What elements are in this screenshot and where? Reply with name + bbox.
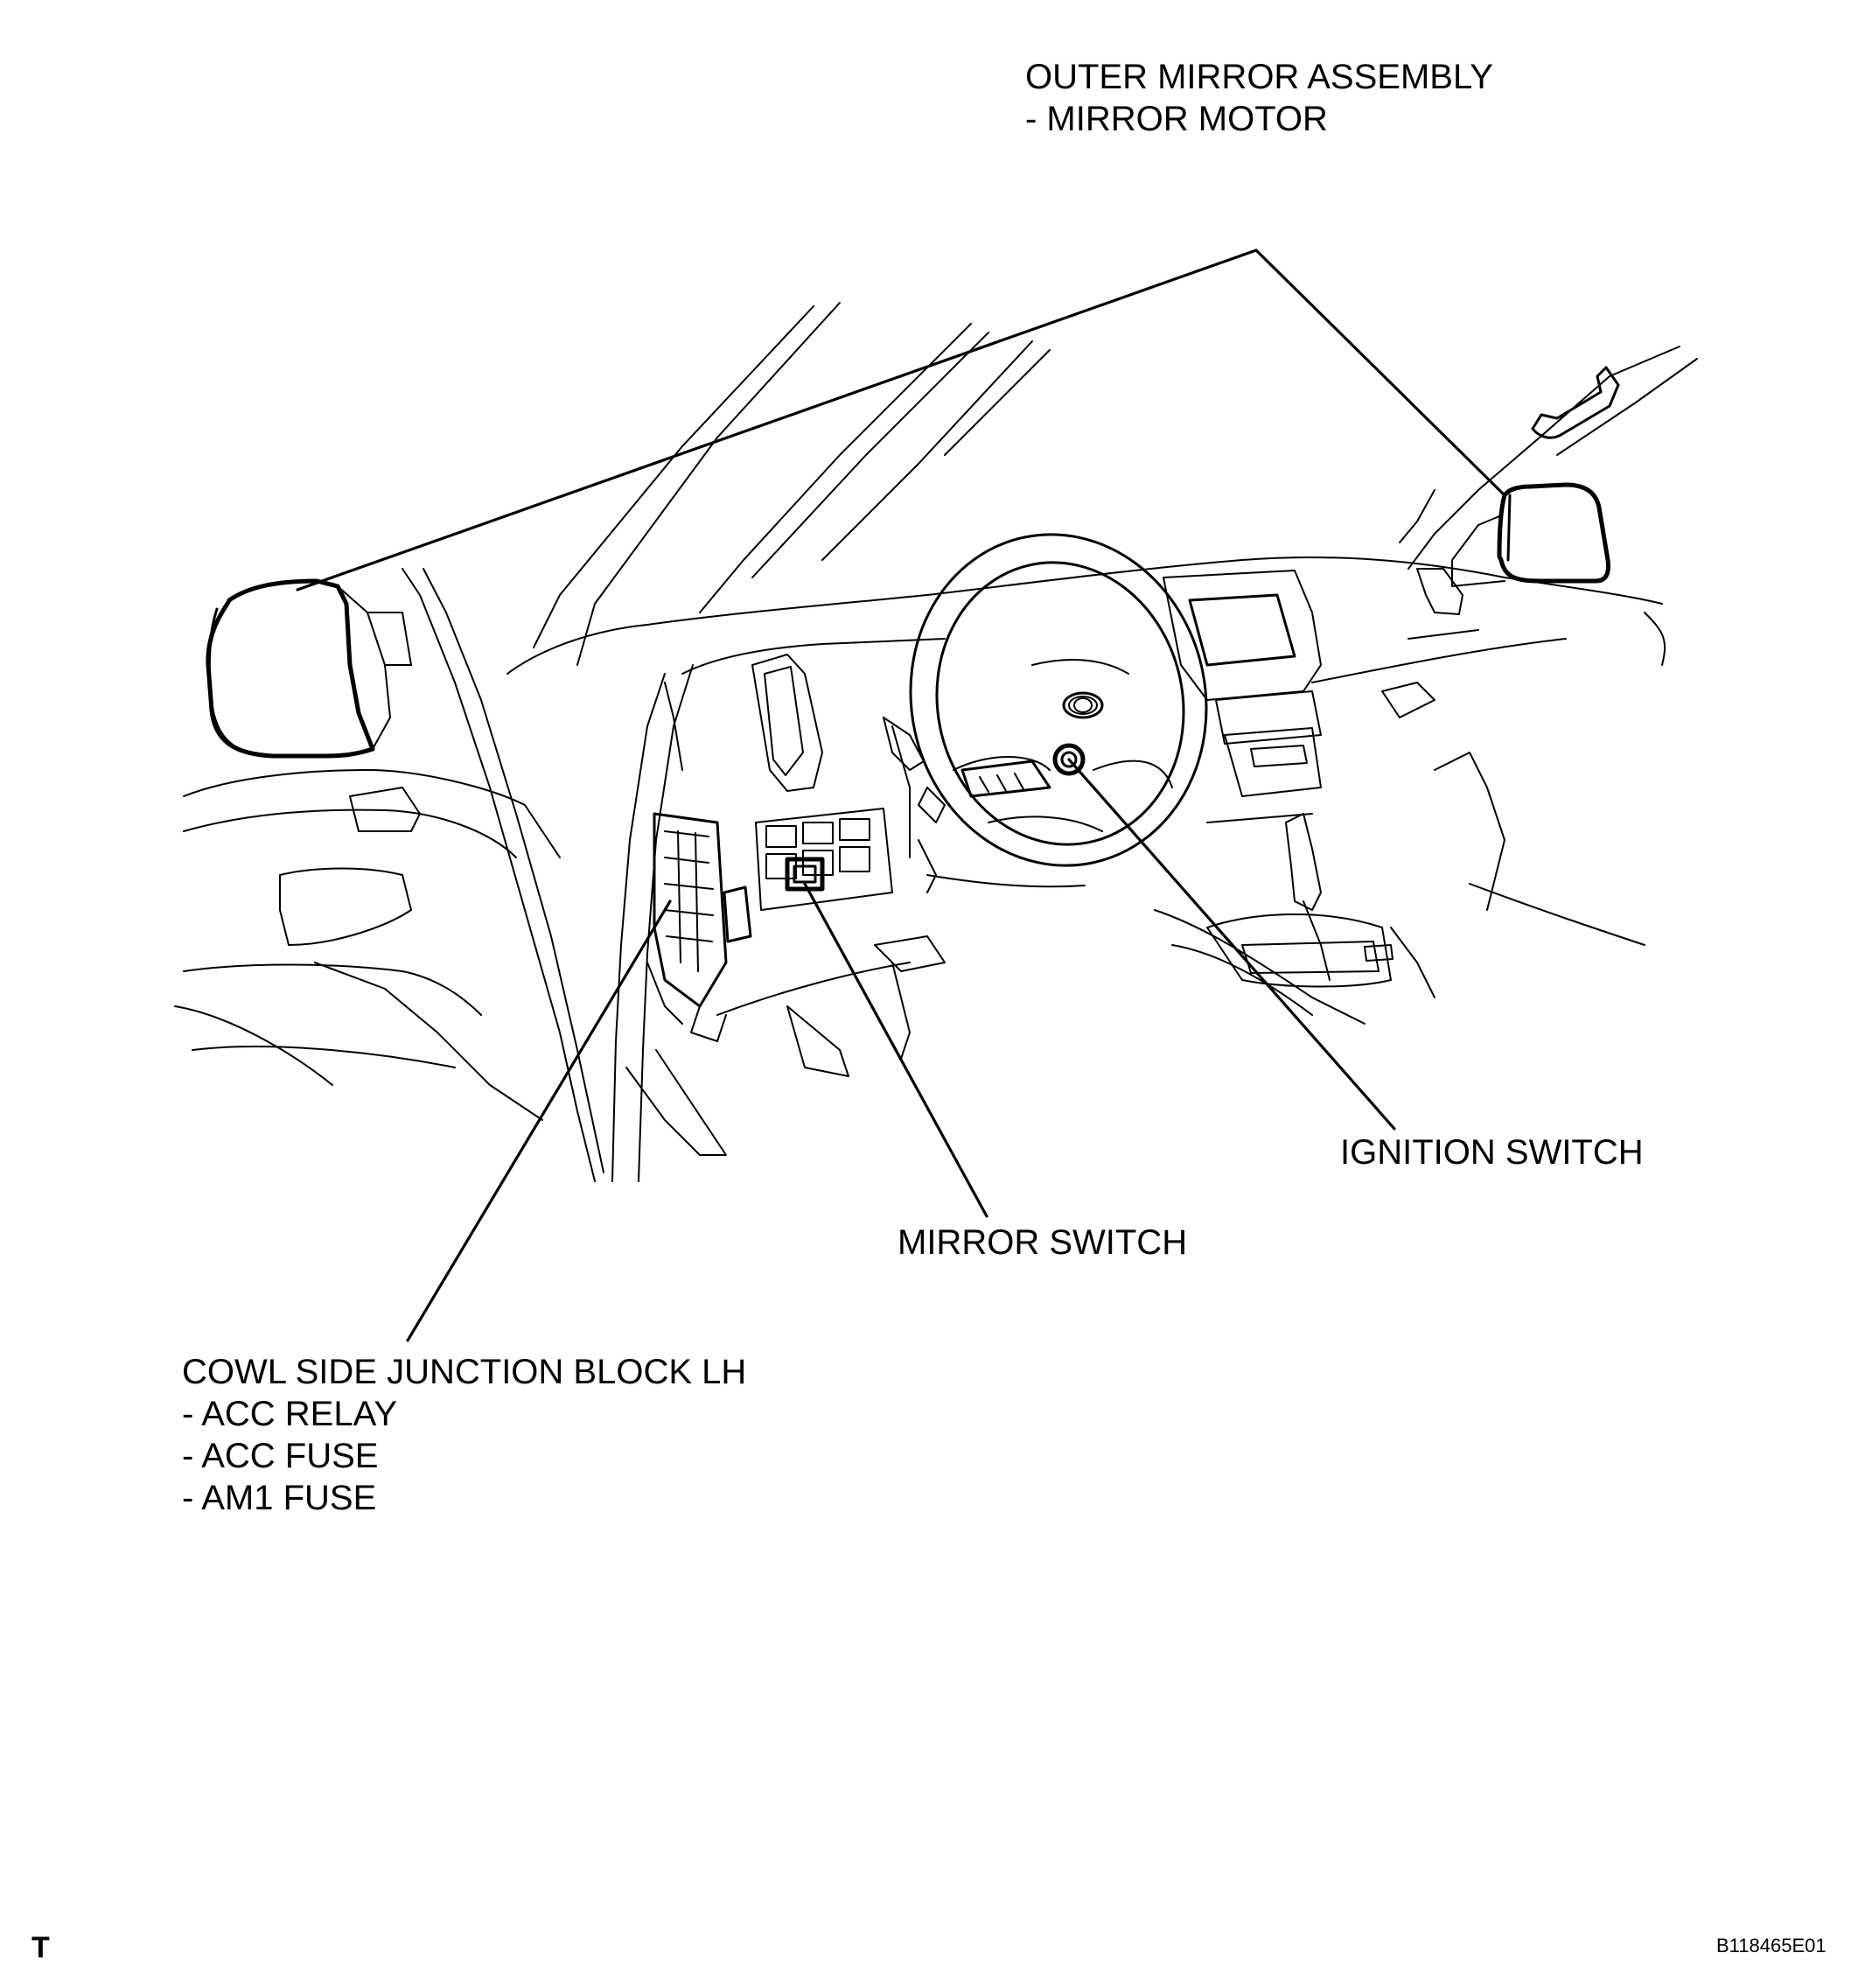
label-outer-mirror-line1: OUTER MIRROR ASSEMBLY xyxy=(1025,58,1493,96)
figure-id: B118465E01 xyxy=(1716,1935,1827,1956)
left-door-pillar xyxy=(402,568,727,1182)
label-mirror-switch-text: MIRROR SWITCH xyxy=(898,1223,1188,1262)
corner-mark: T xyxy=(31,1931,50,1964)
label-cowl-line4: - AM1 FUSE xyxy=(182,1479,377,1517)
steering-column xyxy=(883,717,946,893)
mirror-switch-panel xyxy=(755,808,893,911)
label-cowl-line1: COWL SIDE JUNCTION BLOCK LH xyxy=(182,1353,747,1391)
label-cowl-side-junction-block: COWL SIDE JUNCTION BLOCK LH - ACC RELAY … xyxy=(182,1351,746,1519)
steering-logo xyxy=(1068,696,1098,715)
instrument-cluster xyxy=(751,654,1086,888)
lower-dash xyxy=(716,935,946,1077)
junction-block-leader xyxy=(406,900,672,1342)
label-mirror-switch: MIRROR SWITCH xyxy=(898,1222,1187,1264)
label-ignition-switch: IGNITION SWITCH xyxy=(1340,1131,1644,1173)
ignition-switch-part xyxy=(960,743,1086,798)
windshield-pillars xyxy=(533,302,1698,666)
right-outer-mirror xyxy=(1451,482,1610,587)
label-ignition-switch-text: IGNITION SWITCH xyxy=(1340,1133,1644,1172)
grab-handle xyxy=(1531,366,1620,439)
label-outer-mirror-line2: - MIRROR MOTOR xyxy=(1025,100,1328,138)
label-outer-mirror-assembly: OUTER MIRROR ASSEMBLY - MIRROR MOTOR xyxy=(1025,56,1493,140)
junction-block-part xyxy=(646,812,752,1042)
outer-mirror-leader xyxy=(296,248,1506,592)
left-door-panel xyxy=(174,769,561,1121)
dashboard xyxy=(506,556,1666,946)
label-cowl-line2: - ACC RELAY xyxy=(182,1395,397,1433)
mirror-switch-leader xyxy=(803,882,988,1218)
steering-wheel xyxy=(909,533,1208,867)
label-cowl-line3: - ACC FUSE xyxy=(182,1437,379,1475)
ignition-switch-leader xyxy=(1067,758,1396,1130)
leader-lines xyxy=(296,248,1506,1342)
left-outer-mirror xyxy=(206,578,412,759)
center-console xyxy=(1154,813,1435,1025)
